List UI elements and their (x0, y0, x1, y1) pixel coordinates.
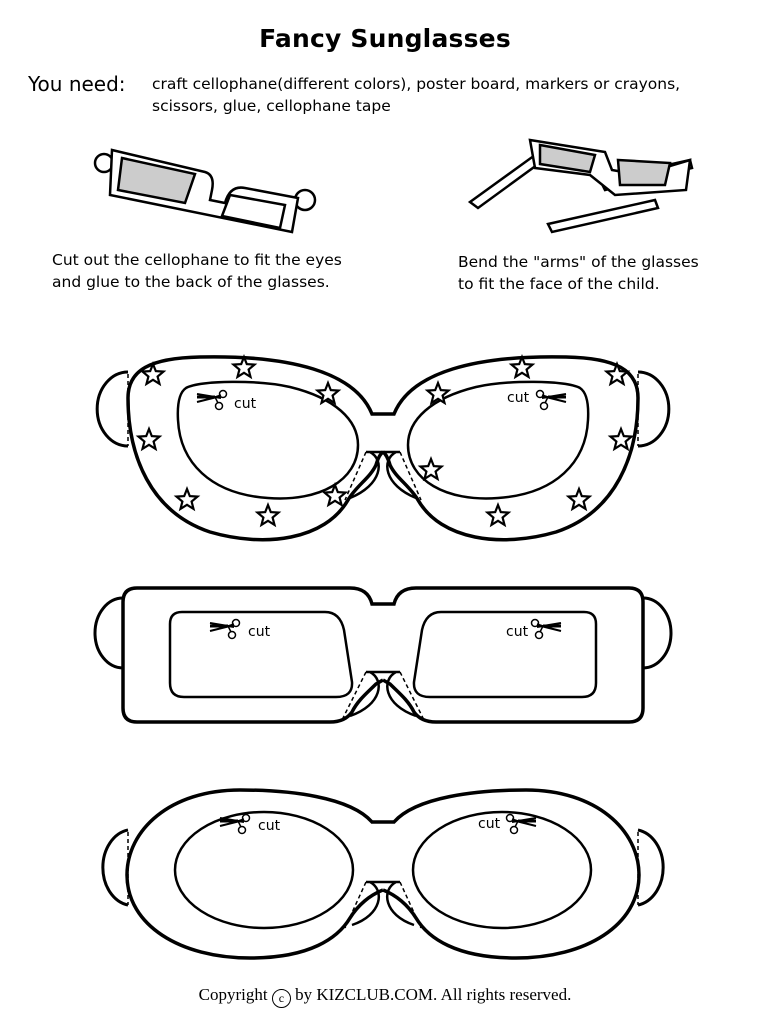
star-icon (607, 426, 635, 452)
page-title: Fancy Sunglasses (259, 24, 511, 53)
materials-line-2: scissors, glue, cellophane tape (152, 97, 391, 115)
rectangle-glasses-template (93, 586, 673, 724)
star-icon (565, 486, 593, 512)
star-icon (314, 380, 342, 406)
cut-label: cut (506, 624, 529, 640)
step-2-line-2: to fit the face of the child. (458, 275, 660, 293)
star-icon (603, 361, 631, 387)
step-1-line-2: and glue to the back of the glasses. (52, 273, 330, 291)
star-icon (139, 361, 167, 387)
copyright-prefix: Copyright (198, 985, 268, 1004)
star-icon (173, 486, 201, 512)
materials-label: You need: (28, 72, 126, 96)
cut-label: cut (478, 816, 501, 832)
step-2-line-1: Bend the "arms" of the glasses (458, 253, 699, 271)
copyright-icon: c (271, 989, 291, 1008)
star-icon (254, 502, 282, 528)
materials-line-1: craft cellophane(different colors), post… (152, 75, 681, 93)
star-cat-eye-glasses-template (95, 354, 671, 542)
star-icon (230, 354, 258, 380)
cut-label: cut (507, 390, 530, 406)
cut-label: cut (234, 396, 257, 412)
star-icon (424, 380, 452, 406)
star-icon (321, 482, 349, 508)
star-icon (508, 354, 536, 380)
cut-label: cut (248, 624, 271, 640)
flat-glasses-illustration (93, 148, 317, 234)
oval-glasses-template (101, 788, 665, 960)
copyright-notice: Copyright c by KIZCLUB.COM. All rights r… (0, 985, 770, 1008)
folded-glasses-illustration (467, 138, 694, 234)
star-icon (484, 502, 512, 528)
star-icon (135, 426, 163, 452)
step-1-line-1: Cut out the cellophane to fit the eyes (52, 251, 342, 269)
copyright-text: by KIZCLUB.COM. All rights reserved. (295, 985, 572, 1004)
cut-label: cut (258, 818, 281, 834)
star-icon (417, 456, 445, 482)
